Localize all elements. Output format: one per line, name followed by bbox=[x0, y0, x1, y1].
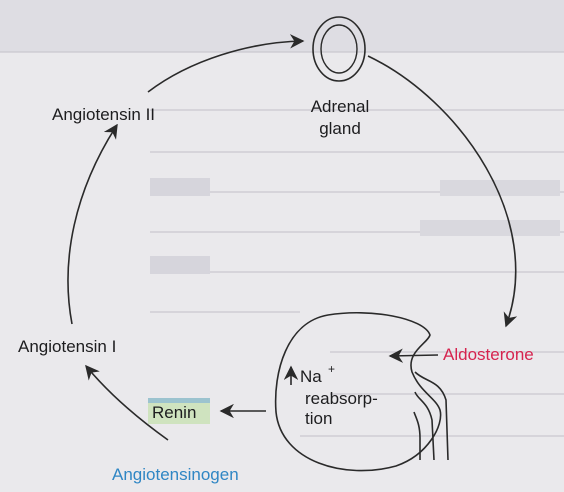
angiotensinogen-label: Angiotensinogen bbox=[112, 465, 239, 484]
arrow-aldosterone-to-kidney bbox=[390, 355, 438, 356]
angiotensin-ii-label: Angiotensin II bbox=[52, 105, 155, 124]
adrenal-gland-label-line2: gland bbox=[319, 119, 361, 138]
aldosterone-label: Aldosterone bbox=[443, 345, 534, 364]
background-table-ghost bbox=[0, 0, 564, 436]
adrenal-gland-label-line1: Adrenal bbox=[311, 97, 370, 116]
na-superscript: + bbox=[328, 362, 335, 376]
na-label: Na bbox=[300, 367, 322, 386]
renin-label: Renin bbox=[152, 403, 196, 422]
reabsorption-label-line2: tion bbox=[305, 409, 332, 428]
cycle-arrows bbox=[68, 41, 516, 440]
na-reabsorption-text: Na + reabsorp- tion bbox=[291, 362, 378, 428]
angiotensin-i-label: Angiotensin I bbox=[18, 337, 116, 356]
arrow-angiotensin-i-to-angiotensin-ii bbox=[68, 125, 117, 324]
reabsorption-label-line1: reabsorp- bbox=[305, 389, 378, 408]
